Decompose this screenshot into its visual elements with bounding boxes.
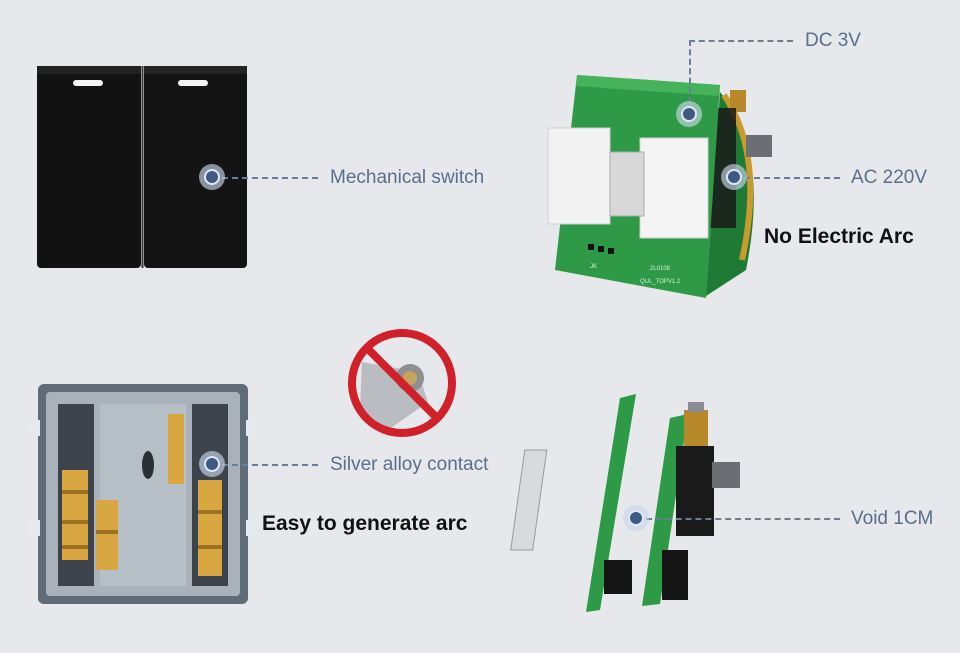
heading-easy-to-generate-arc: Easy to generate arc [262,512,468,535]
pcb-side-view-image [510,394,740,612]
callout-line-dc-vertical [689,40,691,112]
callout-line-dc [689,40,793,42]
pcb-side-mark: JK [590,264,597,270]
callout-line-void [646,518,840,520]
callout-dot-ac [721,164,747,190]
label-mechanical-switch: Mechanical switch [330,167,485,188]
callout-line-mechanical [222,177,318,179]
relay-pcb-image: 2L0108 QUL_TOPV1.2 JK [547,75,772,298]
socket-module-image [30,384,256,604]
pcb-board-name: QUL_TOPV1.2 [640,279,681,285]
heading-no-electric-arc: No Electric Arc [764,225,914,248]
callout-line-silver [222,464,318,466]
no-sign-icon [348,329,456,437]
callout-dot-silver [199,451,225,477]
label-silver-alloy-contact: Silver alloy contact [330,454,489,475]
callout-dot-void [623,505,649,531]
callout-line-ac [744,177,840,179]
label-dc-3v: DC 3V [805,30,861,51]
callout-dot-dc [676,101,702,127]
pcb-top-code: 2L0108 [650,266,671,272]
label-ac-220v: AC 220V [851,167,928,188]
rocker-switch-image [37,66,247,268]
callout-dot-mechanical [199,164,225,190]
label-void-1cm: Void 1CM [851,508,934,529]
